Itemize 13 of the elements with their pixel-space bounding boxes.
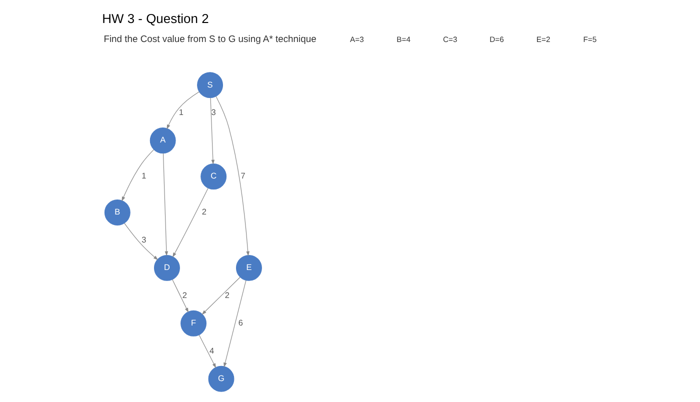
arrow (224, 280, 246, 368)
arrow (122, 149, 154, 202)
arrow (162, 152, 168, 256)
label: Find the Cost value from S to G using A* technique (104, 33, 316, 44)
arrow (124, 222, 158, 260)
arrow (202, 276, 240, 315)
diagram-title: HW 3 - Question 2 (102, 11, 209, 26)
arrow (166, 91, 200, 130)
arrow (210, 98, 215, 165)
arrow (198, 334, 216, 368)
arrow (216, 96, 250, 256)
arrow (172, 279, 189, 313)
arrow (172, 188, 208, 258)
